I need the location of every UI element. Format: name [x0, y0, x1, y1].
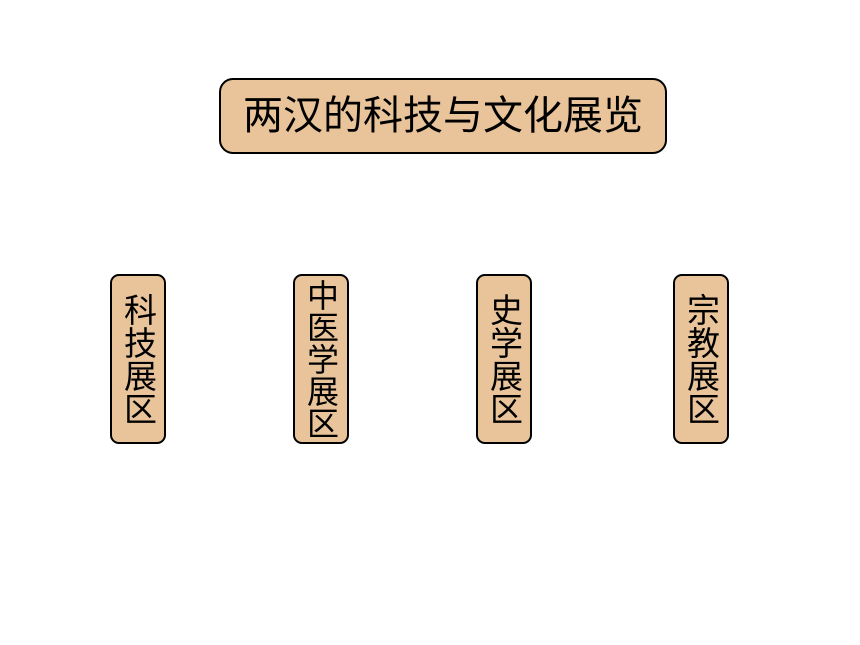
- exhibit-area-history: 史学展区: [476, 274, 532, 444]
- exhibit-area-chinese-medicine: 中医学展区: [293, 274, 349, 444]
- exhibit-area-label: 中医学展区: [302, 279, 340, 439]
- exhibit-area-label: 宗教展区: [681, 293, 721, 425]
- exhibit-area-label: 史学展区: [484, 293, 524, 425]
- diagram-title: 两汉的科技与文化展览: [243, 93, 643, 139]
- exhibit-area-religion: 宗教展区: [673, 274, 729, 444]
- exhibit-area-science-technology: 科技展区: [110, 274, 166, 444]
- exhibit-area-label: 科技展区: [118, 293, 158, 425]
- title-box: 两汉的科技与文化展览: [219, 78, 667, 154]
